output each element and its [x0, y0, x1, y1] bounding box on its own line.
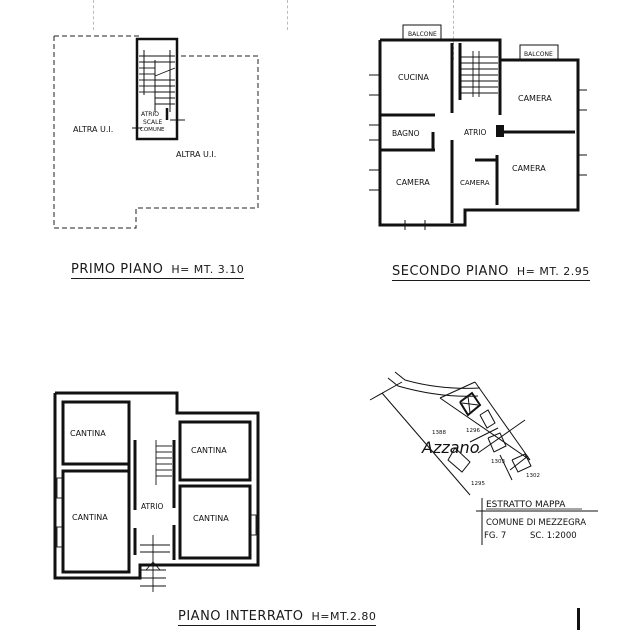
cucina-label: CUCINA [398, 73, 429, 82]
atrio-scale-line3: COMUNE [140, 127, 165, 133]
fold-line [453, 0, 454, 60]
atrio-label: ATRIO [464, 128, 487, 137]
balcone-right-label: BALCONE [524, 51, 553, 58]
cantina-bottom-right-label: CANTINA [193, 514, 229, 523]
camera-top-right-label: CAMERA [518, 94, 552, 103]
fold-line [93, 0, 94, 30]
estratto-mappa: Azzano 1388 1296 1303 1302 1295 ESTRATTO… [369, 371, 598, 545]
comune-label: COMUNE DI MEZZEGRA [486, 518, 586, 528]
foglio-label: FG. 7 [484, 531, 506, 541]
scala-label: SC. 1:2000 [530, 531, 577, 541]
altra-ui-left-label: ALTRA U.I. [73, 125, 113, 134]
atrio-scale-line2: SCALE [143, 119, 162, 126]
camera-bottom-right-label: CAMERA [512, 164, 546, 173]
parcel-1295: 1295 [471, 481, 485, 487]
parcel-1296: 1296 [466, 428, 480, 434]
piano-interrato-plan: CANTINA CANTINA CANTINA CANTINA ATRIO [53, 391, 260, 592]
parcel-1388: 1388 [432, 430, 446, 436]
locality-name: Azzano [421, 438, 480, 457]
cantina-top-right-label: CANTINA [191, 446, 227, 455]
atrio-scale-line1: ATRIO [141, 111, 159, 118]
estratto-mappa-title: ESTRATTO MAPPA [486, 500, 566, 510]
parcel-1303: 1303 [491, 459, 505, 465]
atrio-label: ATRIO [141, 502, 164, 511]
primo-piano-plan: ALTRA U.I. ALTRA U.I. ATRIO SCALE COMUNE [53, 35, 259, 229]
altra-ui-right-label: ALTRA U.I. [176, 150, 216, 159]
fold-line [287, 0, 288, 30]
balcone-left-label: BALCONE [408, 31, 437, 38]
bagno-label: BAGNO [392, 129, 420, 138]
camera-bottom-left-label: CAMERA [396, 178, 430, 187]
margin-mark [577, 608, 580, 630]
secondo-piano-plan: BALCONE BALCONE CUCINA BAGNO ATRIO CAMER… [369, 24, 587, 230]
cantina-top-left-label: CANTINA [70, 429, 106, 438]
camera-small-label: CAMERA [460, 179, 490, 187]
cantina-bottom-left-label: CANTINA [72, 513, 108, 522]
parcel-1302: 1302 [526, 473, 540, 479]
